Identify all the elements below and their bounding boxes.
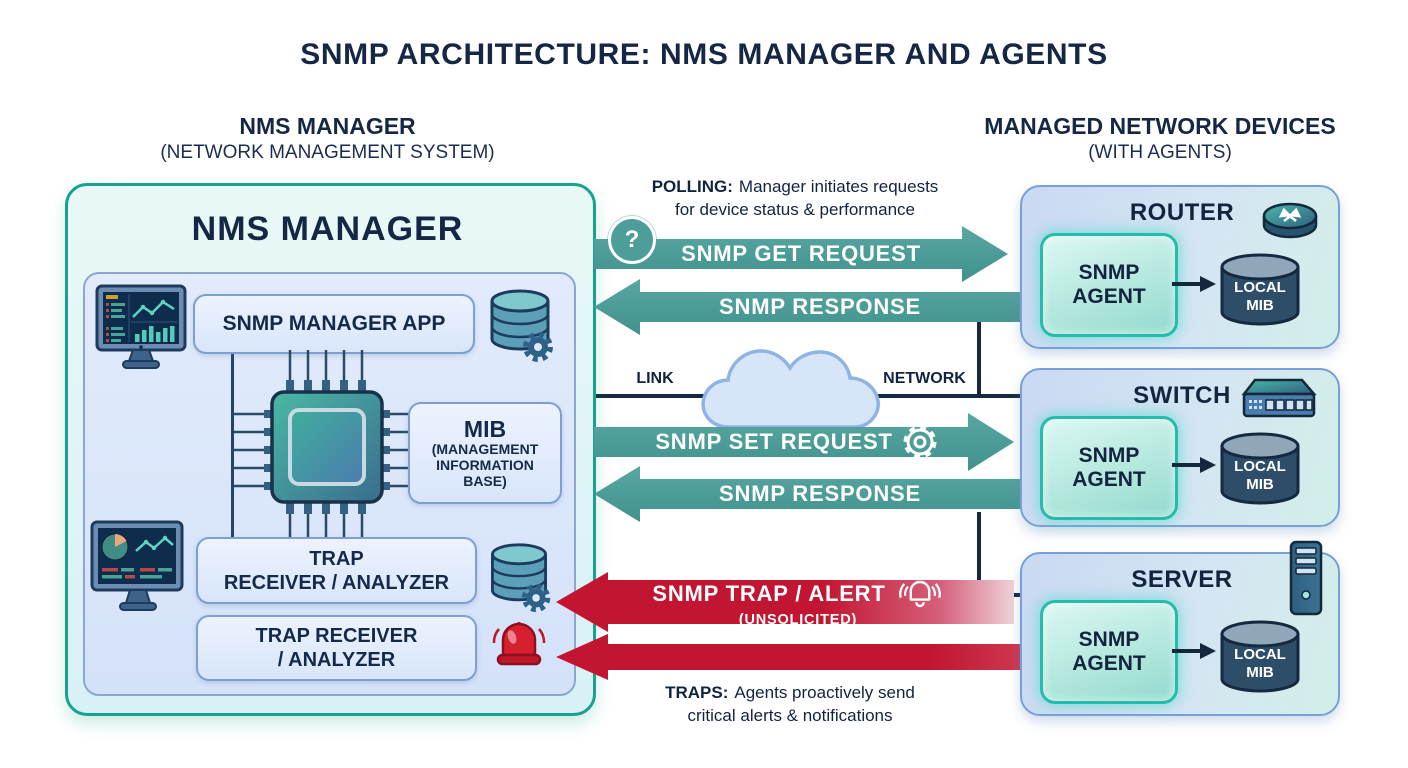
alarm-bell-icon xyxy=(492,617,546,675)
gear-icon xyxy=(898,420,942,469)
trap-receiver-label-1: TRAP RECEIVER / ANALYZER xyxy=(223,547,450,594)
agent-to-mib-arrow xyxy=(1172,275,1216,298)
router-branch-line xyxy=(977,322,981,396)
devices-header-subtitle: (WITH AGENTS) xyxy=(1088,142,1232,163)
polling-note: POLLING: Manager initiates requests for d… xyxy=(605,176,985,222)
server-icon xyxy=(1288,539,1324,622)
trap-alert-label: SNMP TRAP / ALERT xyxy=(652,580,886,606)
switch-local-mib-label: LOCAL MIB xyxy=(1234,458,1286,493)
router-icon xyxy=(1258,194,1322,247)
trap-receiver-box-1: TRAP RECEIVER / ANALYZER xyxy=(196,537,477,604)
response-bottom-label: SNMP RESPONSE xyxy=(719,481,921,506)
router-agent-label: SNMP AGENT xyxy=(1072,260,1146,308)
cpu-chip-icon xyxy=(234,350,420,562)
server-local-mib: LOCAL MIB xyxy=(1216,620,1304,698)
polling-note-line2: for device status & performance xyxy=(674,199,915,219)
traps-note-line1: Agents proactively send xyxy=(734,683,915,702)
server-title: SERVER xyxy=(1131,566,1233,593)
traps-note-prefix: TRAPS: xyxy=(665,683,729,702)
link-label: LINK xyxy=(636,370,674,387)
bell-icon xyxy=(896,575,944,613)
mib-title: MIB xyxy=(463,415,507,442)
mib-subtitle: (MANAGEMENT INFORMATION BASE) xyxy=(431,440,539,490)
traps-note-line2: critical alerts & notifications xyxy=(687,705,893,725)
pie-monitor-icon xyxy=(90,520,185,625)
router-local-mib: LOCAL MIB xyxy=(1216,253,1304,331)
get-request-arrow: SNMP GET REQUEST xyxy=(594,226,1008,282)
traps-note: TRAPS: Agents proactively send critical a… xyxy=(600,682,980,728)
database-gear-icon xyxy=(484,287,556,365)
server-box: SERVER SNMP AGENT xyxy=(1020,540,1340,716)
switch-box: SWITCH SNMP AGENT xyxy=(1020,368,1340,527)
devices-section-header: MANAGED NETWORK DEVICES (WITH AGENTS) xyxy=(968,113,1352,164)
network-label: NETWORK xyxy=(883,370,966,387)
router-box: ROUTER SNMP AGENT xyxy=(1020,185,1340,349)
polling-note-line1: Manager initiates requests xyxy=(738,177,939,196)
response-top-arrow: SNMP RESPONSE xyxy=(594,279,1022,335)
trap-alert-row: SNMP TRAP / ALERT xyxy=(652,575,943,613)
nms-header-title: NMS MANAGER xyxy=(239,113,416,139)
nms-manager-title: NMS MANAGER xyxy=(191,210,464,248)
page-title: SNMP ARCHITECTURE: NMS MANAGER AND AGENT… xyxy=(300,38,1108,71)
server-local-mib-label: LOCAL MIB xyxy=(1234,646,1286,681)
router-title: ROUTER xyxy=(1129,199,1235,226)
database-gear-icon-2 xyxy=(484,541,554,615)
agent-to-mib-arrow xyxy=(1172,642,1216,665)
server-agent-label: SNMP AGENT xyxy=(1072,627,1146,675)
switch-title: SWITCH xyxy=(1133,382,1231,409)
polling-note-prefix: POLLING: xyxy=(651,177,733,196)
nms-wire-vertical xyxy=(231,348,234,539)
dashboard-monitor-icon xyxy=(95,284,187,376)
trap-alert-arrow: SNMP TRAP / ALERT (UNSOLICITED) xyxy=(556,572,1014,632)
agent-to-mib-arrow xyxy=(1172,456,1216,479)
trap-receiver-box-2: TRAP RECEIVER / ANALYZER xyxy=(196,615,477,681)
switch-agent-box: SNMP AGENT xyxy=(1040,416,1178,520)
server-branch-line-vertical xyxy=(977,512,981,597)
server-agent-box: SNMP AGENT xyxy=(1040,600,1178,704)
snmp-manager-app-label: SNMP MANAGER APP xyxy=(222,312,446,335)
trap-alert-sublabel: (UNSOLICITED) xyxy=(738,612,858,629)
switch-local-mib: LOCAL MIB xyxy=(1216,432,1304,510)
question-icon: ? xyxy=(608,216,656,264)
router-local-mib-label: LOCAL MIB xyxy=(1234,279,1286,314)
trap-alert-labels: SNMP TRAP / ALERT (UNSOLICITED) xyxy=(608,575,988,629)
snmp-manager-app-box: SNMP MANAGER APP xyxy=(193,294,475,354)
switch-agent-label: SNMP AGENT xyxy=(1072,443,1146,491)
response-bottom-arrow: SNMP RESPONSE xyxy=(594,466,1022,522)
get-request-label: SNMP GET REQUEST xyxy=(681,241,921,266)
router-agent-box: SNMP AGENT xyxy=(1040,233,1178,337)
cloud-icon xyxy=(697,337,885,434)
switch-icon xyxy=(1238,376,1320,427)
trap-receiver-label-2: TRAP RECEIVER / ANALYZER xyxy=(255,625,418,671)
devices-header-title: MANAGED NETWORK DEVICES xyxy=(984,113,1336,139)
trap-arrow-2 xyxy=(556,634,1022,680)
nms-header-subtitle: (NETWORK MANAGEMENT SYSTEM) xyxy=(160,142,495,163)
response-top-label: SNMP RESPONSE xyxy=(719,294,921,319)
nms-section-header: NMS MANAGER (NETWORK MANAGEMENT SYSTEM) xyxy=(65,113,590,164)
mib-box: MIB (MANAGEMENT INFORMATION BASE) xyxy=(408,402,562,504)
set-request-label: SNMP SET REQUEST xyxy=(655,429,893,454)
